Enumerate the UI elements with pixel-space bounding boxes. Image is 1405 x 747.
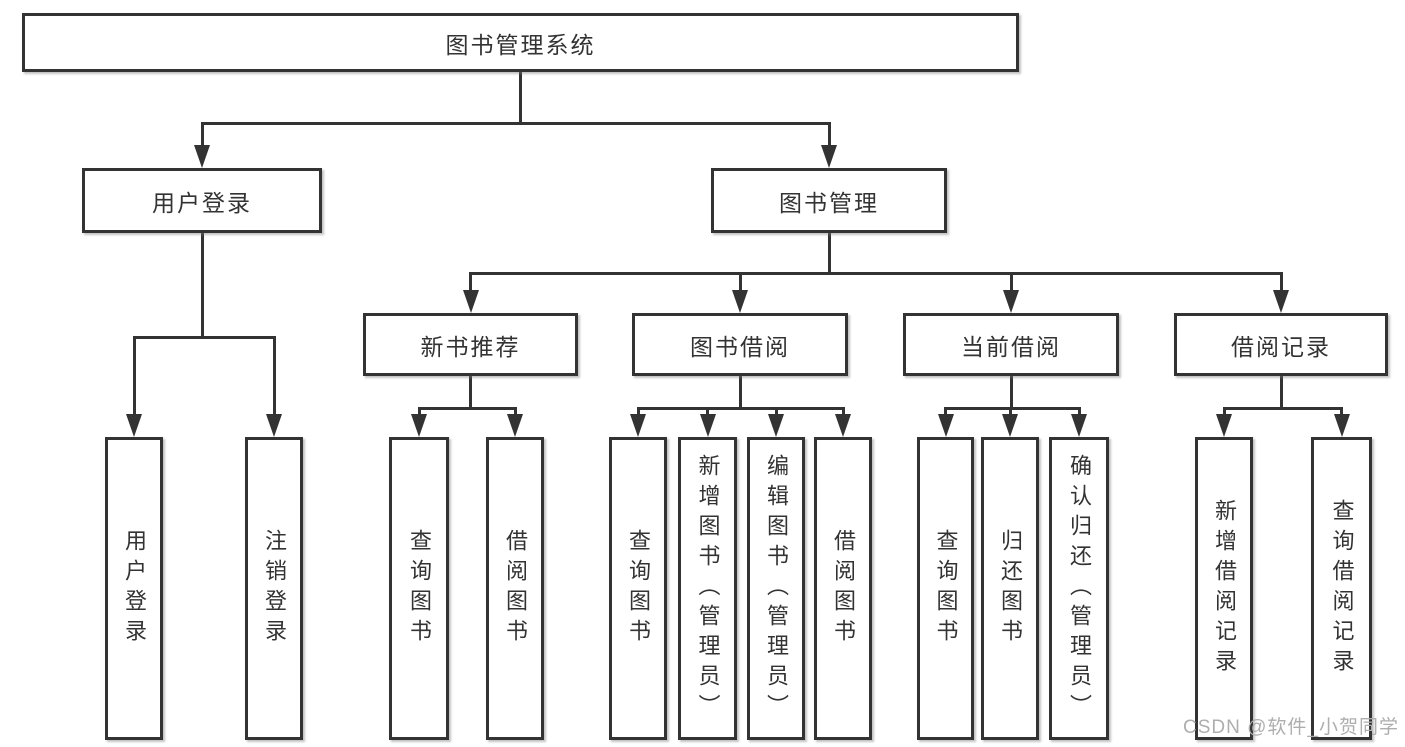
node-user-login: 用户登录 <box>82 168 322 233</box>
node-label-user-login: 用户登录 <box>152 189 252 216</box>
node-label-book-mgmt: 图书管理 <box>779 189 879 216</box>
node-label-current-borrow: 当前借阅 <box>961 333 1061 360</box>
connector-drop <box>1009 272 1013 296</box>
connector-stem <box>1009 376 1013 410</box>
arrow-down-icon <box>699 414 716 437</box>
node-label-leaf-query-book-2: 查询图书 <box>626 528 651 649</box>
node-leaf-logout: 注销登录 <box>245 437 303 740</box>
node-label-new-book-rec: 新书推荐 <box>420 333 521 360</box>
node-label-leaf-borrow-book-1: 借阅图书 <box>503 528 528 649</box>
node-leaf-query-borrow-rec: 查询借阅记录 <box>1311 437 1372 740</box>
connector-drop <box>706 407 709 420</box>
connector-drop <box>827 122 831 151</box>
arrow-down-icon <box>1003 290 1019 313</box>
node-leaf-user-login: 用户登录 <box>105 437 163 740</box>
connector-drop <box>738 272 742 296</box>
connector-bar <box>132 336 276 339</box>
node-label-leaf-query-book-3: 查询图书 <box>933 528 959 649</box>
connector-stem <box>519 72 522 125</box>
connector-drop <box>469 272 472 296</box>
arrow-down-icon <box>768 414 784 437</box>
arrow-down-icon <box>1216 414 1232 437</box>
arrow-down-icon <box>266 414 282 437</box>
node-label-leaf-edit-book: 编辑图书（管理员） <box>764 453 789 724</box>
node-leaf-query-book-1: 查询图书 <box>389 437 449 740</box>
node-book-borrow: 图书借阅 <box>632 313 848 376</box>
connector-stem <box>738 376 742 410</box>
arrow-down-icon <box>1273 290 1289 313</box>
arrow-down-icon <box>194 145 210 168</box>
connector-drop <box>513 407 517 420</box>
node-leaf-confirm-return: 确认归还（管理员） <box>1049 437 1109 740</box>
connector-drop <box>774 407 778 420</box>
node-leaf-query-book-2: 查询图书 <box>609 437 667 740</box>
node-leaf-borrow-book-2: 借阅图书 <box>814 437 872 740</box>
node-label-leaf-query-book-1: 查询图书 <box>407 528 432 649</box>
arrow-down-icon <box>821 145 837 168</box>
node-leaf-return-book: 归还图书 <box>981 437 1039 740</box>
node-book-mgmt: 图书管理 <box>711 168 947 233</box>
node-label-leaf-query-borrow-rec: 查询借阅记录 <box>1329 498 1355 679</box>
csdn-watermark: CSDN @软件_小贺同学 <box>1183 717 1399 738</box>
connector-bar <box>417 407 517 410</box>
node-label-borrow-record: 借阅记录 <box>1231 333 1331 360</box>
node-label-leaf-logout: 注销登录 <box>262 528 287 649</box>
arrow-down-icon <box>835 414 851 437</box>
connector-bar <box>944 407 1081 410</box>
arrow-down-icon <box>1071 414 1087 437</box>
connector-drop <box>636 407 640 420</box>
node-leaf-query-book-3: 查询图书 <box>917 437 974 740</box>
arrow-down-icon <box>462 290 479 313</box>
node-leaf-add-borrow-rec: 新增借阅记录 <box>1195 437 1253 740</box>
node-label-leaf-add-borrow-rec: 新增借阅记录 <box>1212 498 1237 679</box>
connector-bar <box>1222 407 1343 410</box>
node-label-leaf-confirm-return: 确认归还（管理员） <box>1067 453 1092 724</box>
connector-stem <box>200 233 204 339</box>
arrow-down-icon <box>507 414 523 437</box>
node-root: 图书管理系统 <box>22 13 1019 72</box>
connector-drop <box>132 336 136 420</box>
connector-bar <box>200 122 831 125</box>
arrow-down-icon <box>1002 414 1018 437</box>
connector-drop <box>1222 407 1226 420</box>
node-new-book-rec: 新书推荐 <box>363 313 578 376</box>
connector-drop <box>272 336 276 420</box>
arrow-down-icon <box>1333 414 1350 437</box>
node-borrow-record: 借阅记录 <box>1174 313 1388 376</box>
connector-drop <box>200 122 204 151</box>
connector-drop <box>1340 407 1343 420</box>
node-current-borrow: 当前借阅 <box>903 313 1119 376</box>
connector-bar <box>469 272 1283 275</box>
node-leaf-add-book: 新增图书（管理员） <box>678 437 737 740</box>
node-label-leaf-borrow-book-2: 借阅图书 <box>831 528 856 649</box>
arrow-down-icon <box>630 414 646 437</box>
connector-drop <box>1008 407 1012 420</box>
connector-drop <box>1279 272 1283 296</box>
connector-bar <box>636 407 845 410</box>
connector-stem <box>827 233 831 275</box>
node-label-leaf-add-book: 新增图书（管理员） <box>695 453 721 724</box>
connector-stem <box>469 376 472 410</box>
node-label-leaf-return-book: 归还图书 <box>998 528 1023 649</box>
connector-drop <box>841 407 845 420</box>
arrow-down-icon <box>937 414 954 437</box>
arrow-down-icon <box>732 290 748 313</box>
node-leaf-borrow-book-1: 借阅图书 <box>486 437 544 740</box>
connector-drop <box>944 407 947 420</box>
node-label-root: 图书管理系统 <box>445 31 596 58</box>
node-label-book-borrow: 图书借阅 <box>690 333 790 360</box>
connector-drop <box>417 407 421 420</box>
arrow-down-icon <box>411 414 427 437</box>
arrow-down-icon <box>126 414 142 437</box>
node-label-leaf-user-login: 用户登录 <box>122 528 147 649</box>
connector-drop <box>1077 407 1081 420</box>
connector-stem <box>1279 376 1283 410</box>
node-leaf-edit-book: 编辑图书（管理员） <box>747 437 805 740</box>
